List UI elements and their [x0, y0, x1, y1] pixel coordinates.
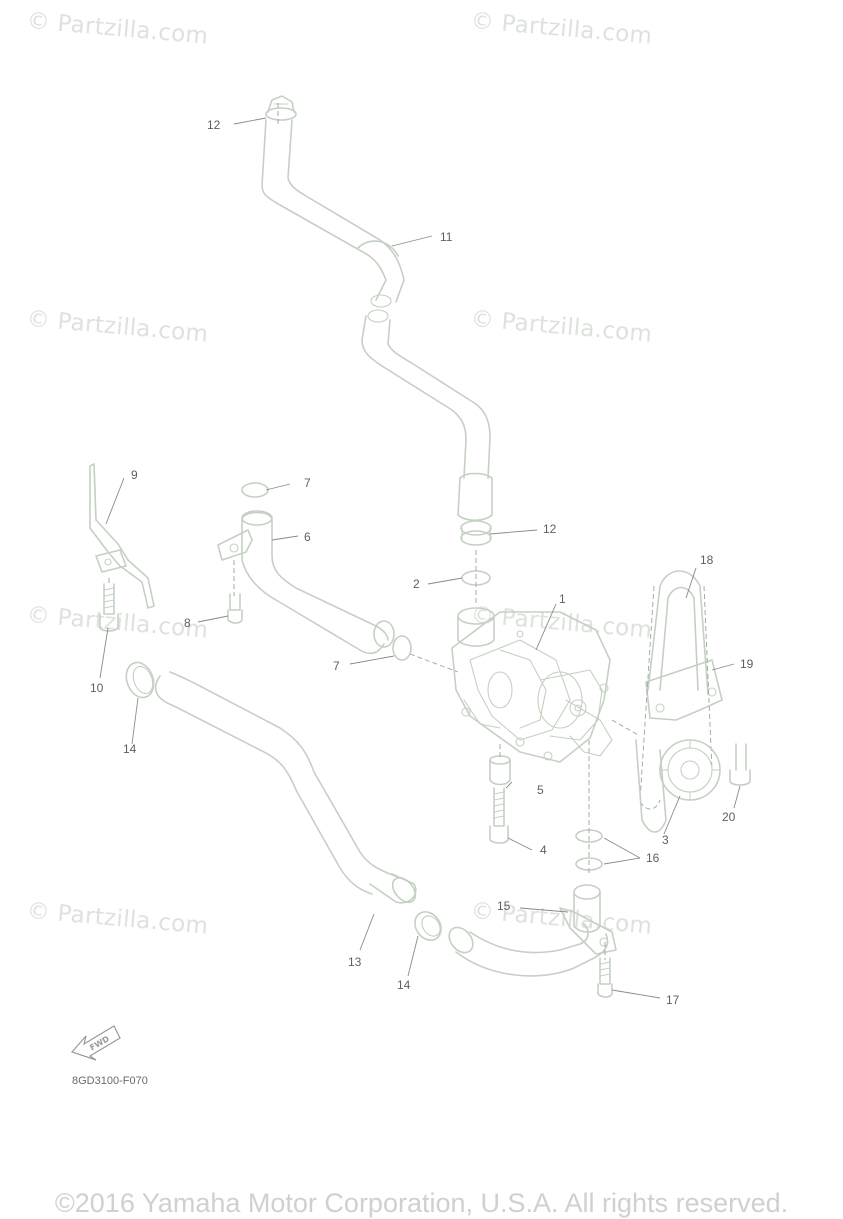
- hose-clamp-14-left: [125, 661, 155, 699]
- oil-hose-13: [154, 671, 417, 904]
- pipe-9: [89, 463, 155, 609]
- callout-11[interactable]: 11: [440, 230, 453, 244]
- callout-1[interactable]: 1: [559, 592, 566, 606]
- leader-line: [733, 785, 741, 809]
- leader-line: [197, 615, 229, 623]
- o-ring-7-lower: [392, 635, 412, 661]
- bolt-10: [99, 583, 119, 632]
- oil-pipe-6: [217, 510, 395, 655]
- leader-line: [603, 837, 641, 865]
- leader-line: [427, 577, 463, 585]
- bolt-17: [597, 957, 613, 998]
- leader-line: [233, 117, 267, 125]
- leader-line: [489, 529, 538, 535]
- breather-hose-upper: [261, 119, 405, 308]
- callout-15[interactable]: 15: [497, 899, 511, 913]
- copyright-notice: ©2016 Yamaha Motor Corporation, U.S.A. A…: [54, 1188, 789, 1218]
- bolt-4: [489, 787, 509, 844]
- leader-line: [407, 935, 419, 977]
- leader-line: [535, 603, 557, 651]
- callout-9[interactable]: 9: [131, 468, 138, 482]
- bolt-20: [729, 743, 751, 786]
- breather-hose-lower: [361, 309, 493, 522]
- leader-line: [507, 837, 533, 851]
- collar-5: [489, 755, 511, 786]
- oil-pump-1: [451, 607, 613, 763]
- callout-4[interactable]: 4: [540, 843, 547, 857]
- callout-16[interactable]: 16: [646, 851, 660, 865]
- callout-20[interactable]: 20: [722, 810, 736, 824]
- leader-line: [391, 235, 433, 247]
- leader-line: [349, 655, 395, 665]
- callout-10[interactable]: 10: [90, 681, 104, 695]
- callout-7-upper[interactable]: 7: [304, 476, 311, 490]
- leader-line: [265, 483, 291, 491]
- leader-line: [131, 697, 139, 745]
- bolt-8: [227, 593, 243, 624]
- chain-guide-18: [647, 570, 709, 695]
- callout-8[interactable]: 8: [184, 616, 191, 630]
- diagram-code: 8GD3100-F070: [72, 1075, 148, 1087]
- leader-line: [359, 913, 375, 951]
- callout-12-lower[interactable]: 12: [543, 522, 557, 536]
- leader-line: [519, 907, 569, 913]
- leader-line: [99, 627, 109, 679]
- bracket-19: [645, 659, 723, 721]
- leader-line: [505, 781, 513, 789]
- leader-line: [711, 663, 735, 671]
- leader-line: [271, 535, 299, 541]
- leader-line: [663, 795, 681, 835]
- leader-line: [685, 567, 697, 599]
- callout-14-right[interactable]: 14: [397, 978, 411, 992]
- o-ring-7-upper: [241, 482, 269, 498]
- callout-19[interactable]: 19: [740, 657, 754, 671]
- callout-6[interactable]: 6: [304, 530, 311, 544]
- alignment-line: [611, 719, 641, 737]
- callout-18[interactable]: 18: [700, 553, 714, 567]
- alignment-line: [409, 653, 459, 673]
- fwd-arrow-icon: FWD: [70, 1025, 121, 1061]
- hose-clamp-lower: [460, 520, 492, 546]
- hose-clamp-14-right: [414, 911, 442, 941]
- callout-5[interactable]: 5: [537, 783, 544, 797]
- leader-line: [105, 477, 125, 525]
- callout-3[interactable]: 3: [662, 833, 669, 847]
- leader-line: [611, 989, 661, 999]
- callout-14-left[interactable]: 14: [123, 742, 137, 756]
- callout-13[interactable]: 13: [348, 955, 362, 969]
- hose-clamp-top: [265, 95, 297, 121]
- callout-12-top[interactable]: 12: [207, 118, 221, 132]
- callout-17[interactable]: 17: [666, 993, 680, 1007]
- callout-7-lower[interactable]: 7: [333, 659, 340, 673]
- sprocket-3: [635, 585, 721, 833]
- strainer-pipe-15: [448, 884, 617, 977]
- callout-2[interactable]: 2: [413, 577, 420, 591]
